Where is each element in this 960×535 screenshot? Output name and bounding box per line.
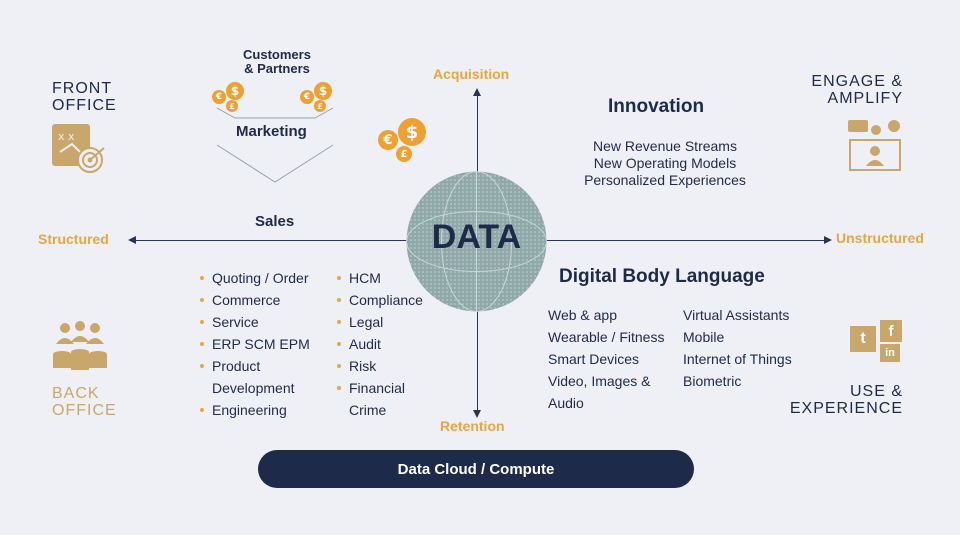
sales-item: Compliance <box>337 289 437 311</box>
coins-icon-right: € $ £ <box>300 82 340 114</box>
innovation-list: New Revenue Streams New Operating Models… <box>570 138 760 189</box>
sales-item: Service <box>200 311 330 333</box>
dbl-item: Smart Devices <box>548 351 640 367</box>
coin-euro: € <box>212 90 226 104</box>
use-line-1: USE & <box>849 383 903 400</box>
data-cloud-compute-bar: Data Cloud / Compute <box>258 450 694 488</box>
facebook-icon: f <box>880 320 902 342</box>
linkedin-icon: in <box>880 344 900 362</box>
sales-item: Legal <box>337 311 437 333</box>
axis-arrow-left <box>128 236 136 244</box>
sales-item: Product <box>200 355 330 377</box>
front-office-line-1: FRONT <box>52 80 113 97</box>
video-chat-icon <box>848 120 901 171</box>
axis-arrow-down <box>473 410 481 418</box>
use-line-2: EXPERIENCE <box>789 400 903 417</box>
sales-item: Engineering <box>200 399 330 421</box>
customers-line-2: & Partners <box>244 61 310 76</box>
data-label: DATA <box>431 218 522 256</box>
coin-euro: € <box>378 130 398 150</box>
dbl-item: Mobile <box>683 329 725 345</box>
back-office-label: BACK OFFICE <box>52 385 117 419</box>
dbl-list-1: Web & app Wearable / Fitness Smart Devic… <box>548 304 678 414</box>
dbl-item: Biometric <box>683 373 742 389</box>
sales-item: Audit <box>337 333 437 355</box>
sales-item: Risk <box>337 355 437 377</box>
coins-icon-large: € $ £ <box>378 118 430 166</box>
dbl-item: Audio <box>548 395 584 411</box>
sales-item: Development <box>212 380 295 396</box>
sales-item: Financial <box>337 377 437 399</box>
innovation-item: New Operating Models <box>593 155 737 171</box>
dbl-item: Video, Images & <box>548 373 651 389</box>
customers-line-1: Customers <box>243 47 311 62</box>
svg-text:x x: x x <box>58 130 75 143</box>
back-office-line-2: OFFICE <box>52 402 117 419</box>
engage-line-2: AMPLIFY <box>827 90 903 107</box>
innovation-title: Innovation <box>608 96 705 117</box>
axis-label-retention: Retention <box>440 418 505 434</box>
globe-icon <box>406 171 547 312</box>
sales-item: ERP SCM EPM <box>200 333 330 355</box>
use-experience-label: USE & EXPERIENCE <box>780 383 903 417</box>
sales-item: Commerce <box>200 289 330 311</box>
coins-icon-left: € $ £ <box>212 82 252 114</box>
sales-item: HCM <box>337 267 437 289</box>
sales-label: Sales <box>255 213 295 230</box>
axis-label-unstructured: Unstructured <box>836 230 924 246</box>
coin-dollar: $ <box>226 82 244 100</box>
coin-pound: £ <box>314 100 326 112</box>
axis-label-structured: Structured <box>38 231 109 247</box>
marketing-label: Marketing <box>236 123 307 140</box>
coin-euro: € <box>300 90 314 104</box>
dbl-list-2: Virtual Assistants Mobile Internet of Th… <box>683 304 813 392</box>
dbl-item: Web & app <box>548 307 618 323</box>
sales-item: Quoting / Order <box>200 267 330 289</box>
innovation-item: New Revenue Streams <box>593 138 737 154</box>
dbl-item: Internet of Things <box>683 351 792 367</box>
axis-arrow-right <box>824 236 832 244</box>
front-office-label: FRONT OFFICE <box>52 80 117 114</box>
front-office-line-2: OFFICE <box>52 97 117 114</box>
coin-dollar: $ <box>398 118 426 146</box>
axis-arrow-up <box>473 88 481 96</box>
dbl-item: Virtual Assistants <box>683 307 790 323</box>
back-office-line-1: BACK <box>52 385 100 402</box>
data-cloud-label: Data Cloud / Compute <box>397 460 555 478</box>
data-globe: DATA <box>405 170 548 313</box>
coin-pound: £ <box>226 100 238 112</box>
funnel-lines <box>216 107 334 183</box>
dbl-title: Digital Body Language <box>559 266 765 287</box>
sales-item: Crime <box>349 402 387 418</box>
twitter-icon: t <box>850 326 876 352</box>
people-money-icon <box>53 321 107 370</box>
social-icons: t f in <box>850 320 906 366</box>
engage-line-1: ENGAGE & <box>811 73 903 90</box>
strategy-target-icon: x x <box>52 124 105 173</box>
coin-dollar: $ <box>314 82 332 100</box>
engage-amplify-label: ENGAGE & AMPLIFY <box>790 73 903 107</box>
axis-label-acquisition: Acquisition <box>433 66 510 82</box>
coin-pound: £ <box>396 146 412 162</box>
dbl-item: Wearable / Fitness <box>548 329 665 345</box>
innovation-item: Personalized Experiences <box>584 172 746 188</box>
customers-partners-label: Customers & Partners <box>240 48 314 76</box>
